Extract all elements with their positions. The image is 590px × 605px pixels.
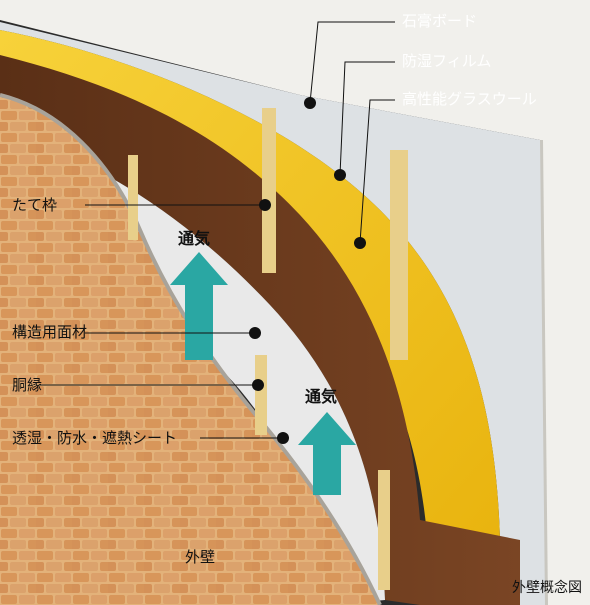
label-exterior-wall: 外壁 (185, 548, 216, 566)
leader-gypsum (309, 21, 395, 104)
label-furring: 胴縁 (12, 376, 43, 394)
leader-film (339, 61, 395, 176)
label-ventilation-1: 通気 (178, 229, 211, 248)
label-glass-wool: 高性能グラスウール (402, 90, 537, 108)
label-breathable-sheet: 透湿・防水・遮熱シート (12, 429, 178, 447)
stud-2 (390, 150, 408, 360)
ventilation-arrow-1 (170, 252, 228, 360)
diagram-caption: 外壁概念図 (512, 580, 582, 596)
furring-strip-2 (378, 470, 390, 590)
leader-dots (249, 97, 366, 444)
leader-wool (359, 99, 395, 244)
label-ventilation-2: 通気 (305, 387, 338, 406)
label-structural-panel: 構造用面材 (12, 323, 88, 341)
stud-1 (262, 108, 276, 273)
furring-strip-1 (255, 355, 267, 435)
ventilation-arrow-2 (298, 412, 356, 495)
stud-3 (128, 155, 138, 240)
leader-lines (40, 21, 395, 439)
label-moisture-film: 防湿フィルム (402, 52, 492, 70)
moisture-film-layer (0, 22, 545, 605)
label-stud: たて枠 (12, 196, 58, 214)
structural-panel-layer (0, 55, 520, 605)
label-gypsum-board: 石膏ボード (402, 12, 478, 30)
